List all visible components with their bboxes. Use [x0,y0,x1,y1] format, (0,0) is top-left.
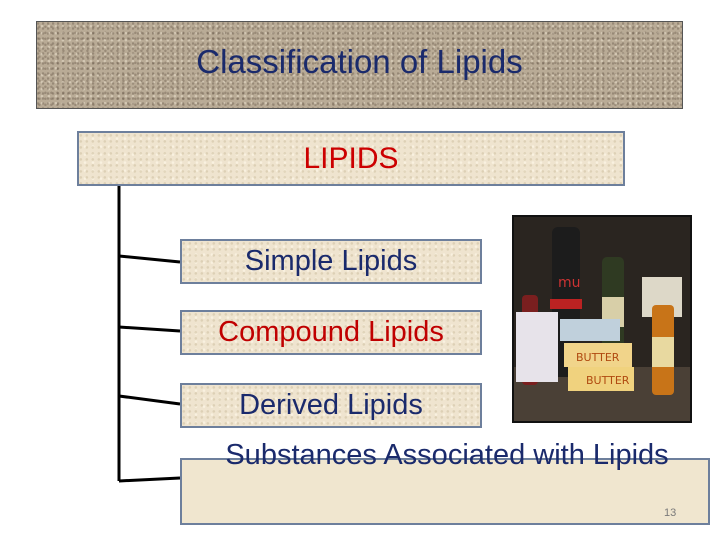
root-label: LIPIDS [303,141,399,175]
butter-label: BUTTER [586,374,630,387]
butter-label: BUTTER [576,351,620,364]
node-derived-lipids: Derived Lipids [180,383,482,428]
node-label: Simple Lipids [244,245,418,277]
connector-substances [118,476,181,483]
lipid-foods-photo-icon: mu BUTTER BUTTER [512,215,692,423]
slide-title: Classification of Lipids [196,43,523,80]
node-label: Substances Associated with Lipids [225,439,669,471]
connector-simple [118,254,181,264]
node-label: Derived Lipids [239,389,423,421]
node-substances-associated: Substances Associated with Lipids [180,439,710,525]
node-label: Compound Lipids [218,316,444,348]
root-node: LIPIDS [77,131,625,186]
connector-derived [118,394,181,406]
bottle-label: mu [558,275,581,291]
slide-number: 13 [664,507,677,519]
title-banner: Classification of Lipids [36,21,683,109]
node-simple-lipids: Simple Lipids [180,239,482,284]
connector-compound [118,325,181,333]
node-compound-lipids: Compound Lipids [180,310,482,355]
